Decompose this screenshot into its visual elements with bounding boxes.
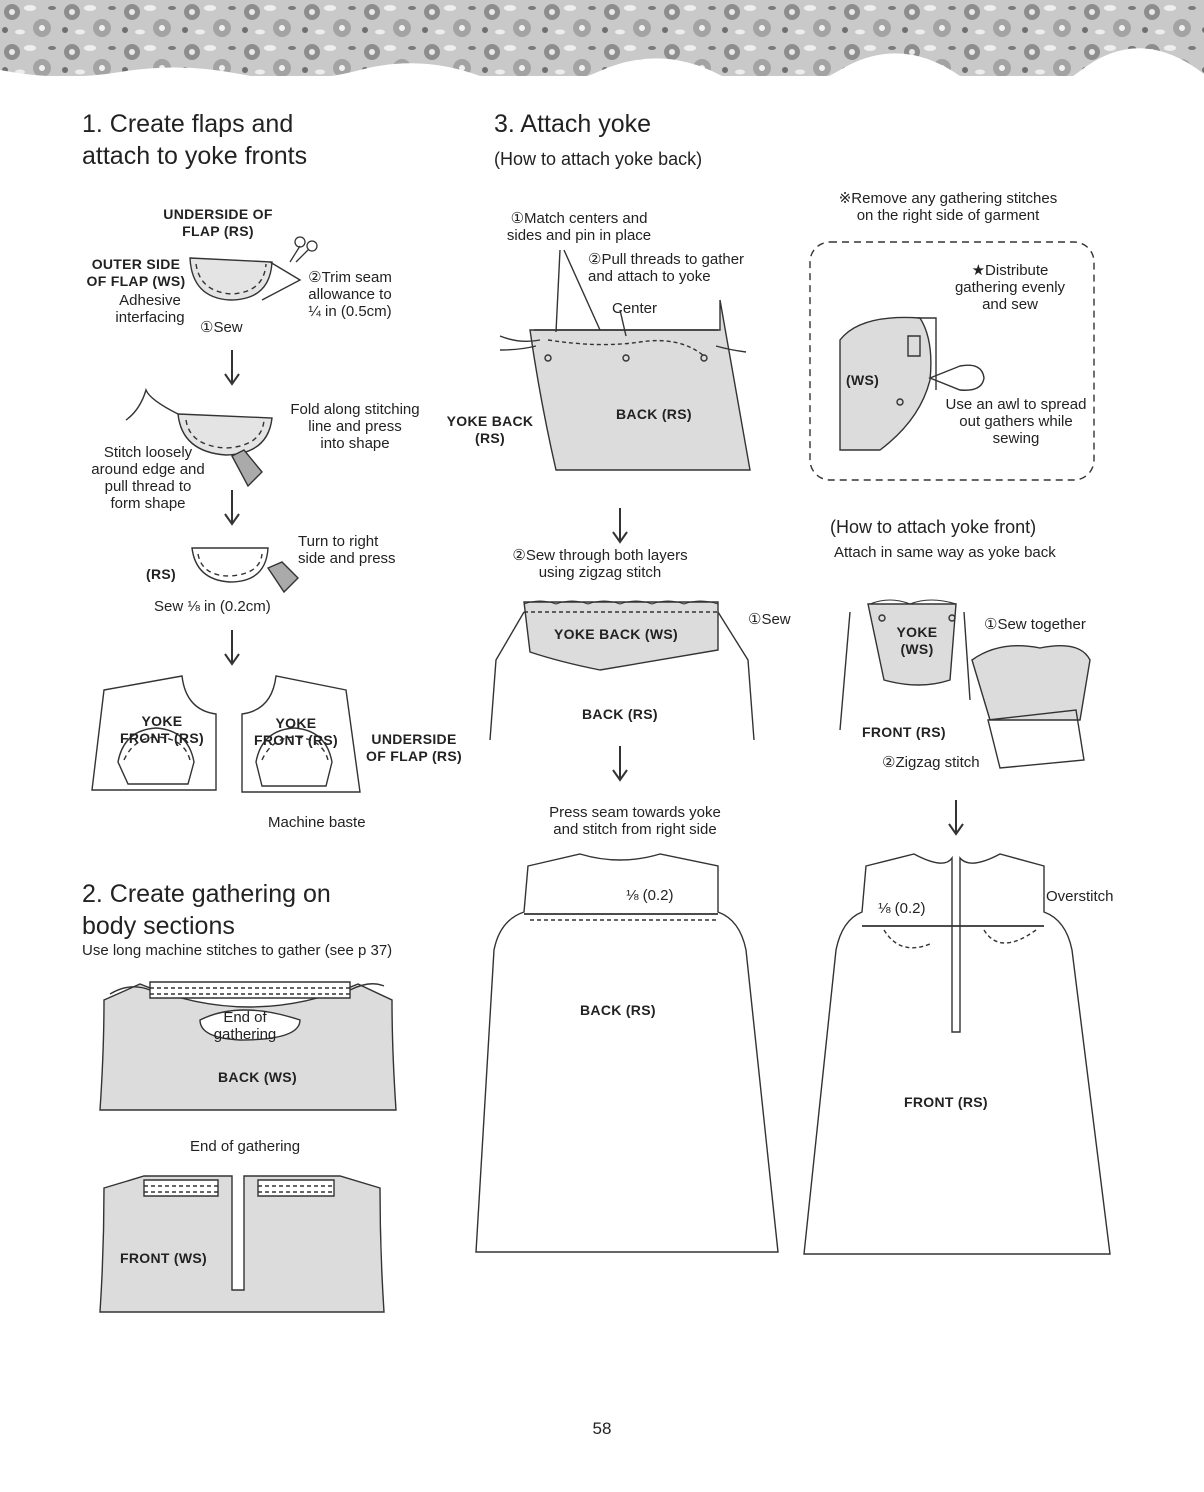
label-overstitch: Overstitch [1046, 888, 1114, 905]
label-center: Center [612, 300, 658, 317]
label-sew-3: ①Sew [748, 611, 791, 628]
label-press-seam: Press seam towards yoke and stitch from … [549, 804, 721, 838]
label-back-rs-2: BACK (RS) [582, 706, 658, 722]
label-underside-of-flap: UNDERSIDE OF FLAP (RS) [163, 206, 273, 239]
section3-sub-back: (How to attach yoke back) [494, 149, 703, 169]
label-stitch-loosely: Stitch loosely around edge and pull thre… [91, 444, 205, 512]
label-end-of-gathering-1: End of gathering [213, 1009, 277, 1043]
back-ws-illustration [99, 981, 397, 1111]
label-attach-same: Attach in same way as yoke back [834, 544, 1056, 561]
label-yoke-back-rs: YOKE BACK (RS) [446, 413, 534, 446]
label-back-rs-1: BACK (RS) [616, 406, 692, 422]
section1-heading: 1. Create flaps and attach to yoke front… [82, 110, 308, 170]
label-distribute: ★Distribute gathering evenly and sew [954, 262, 1066, 313]
label-sew-through: ②Sew through both layers using zigzag st… [512, 547, 688, 581]
yoke-front-pieces [91, 675, 361, 793]
section3-heading: 3. Attach yoke [494, 110, 652, 138]
label-front-ws: FRONT (WS) [120, 1250, 207, 1266]
label-match-centers: ①Match centers and sides and pin in plac… [506, 210, 652, 244]
label-yoke-back-ws: YOKE BACK (WS) [554, 626, 678, 642]
label-machine-baste: Machine baste [268, 814, 366, 831]
flap-step2-illustration [125, 387, 273, 488]
label-underside-of-flap-2: UNDERSIDE OF FLAP (RS) [366, 731, 462, 764]
label-eighth-2: ⅛ (0.2) [878, 900, 926, 917]
awl-detail-box [809, 241, 1095, 481]
label-end-of-gathering-2: End of gathering [190, 1138, 301, 1155]
label-outer-side-of-flap: OUTER SIDE OF FLAP (WS) [86, 256, 186, 289]
label-yoke-ws: YOKE (WS) [896, 624, 938, 657]
section3-sub-front: (How to attach yoke front) [830, 517, 1037, 537]
label-pull-threads: ②Pull threads to gather and attach to yo… [588, 251, 745, 285]
section2-instruction: Use long machine stitches to gather (see… [82, 942, 393, 959]
label-back-ws: BACK (WS) [218, 1069, 297, 1085]
label-eighth-1: ⅛ (0.2) [626, 887, 674, 904]
flap-step3-illustration [191, 547, 299, 594]
section2-heading: 2. Create gathering on body sections [82, 880, 331, 940]
label-sew-together: ①Sew together [984, 616, 1086, 633]
flap-step1-illustration [189, 236, 318, 301]
label-remove-note: ※Remove any gathering stitches on the ri… [838, 190, 1058, 224]
page-number: 58 [592, 1419, 612, 1438]
label-ws: (WS) [846, 372, 880, 388]
yoke-back-step1-illustration [499, 249, 751, 471]
label-back-rs-3: BACK (RS) [580, 1002, 656, 1018]
label-sew: ①Sew [200, 319, 243, 336]
label-use-awl: Use an awl to spread out gathers while s… [945, 396, 1087, 447]
front-rs-garment [803, 853, 1111, 1255]
scissors-icon [289, 236, 318, 263]
yoke-front-step-illustration [839, 599, 1091, 769]
label-trim-seam: ②Trim seam allowance to ¼ in (0.5cm) [308, 269, 392, 320]
label-yoke-front-2: YOKE FRONT (RS) [254, 715, 338, 748]
front-ws-illustration [99, 1175, 385, 1313]
label-zigzag: ②Zigzag stitch [882, 754, 980, 771]
label-sew-eighth: Sew ⅛ in (0.2cm) [154, 598, 271, 615]
label-front-rs-1: FRONT (RS) [862, 724, 946, 740]
floral-banner [0, 0, 1204, 80]
label-adhesive-interfacing: Adhesive interfacing [115, 292, 185, 326]
back-rs-garment [475, 853, 779, 1253]
label-fold-along: Fold along stitching line and press into… [290, 401, 420, 452]
label-front-rs-2: FRONT (RS) [904, 1094, 988, 1110]
label-yoke-front-1: YOKE FRONT (RS) [120, 713, 204, 746]
label-rs: (RS) [146, 566, 176, 582]
label-turn-to-right: Turn to right side and press [298, 533, 396, 567]
yoke-back-step2-illustration [489, 600, 755, 741]
